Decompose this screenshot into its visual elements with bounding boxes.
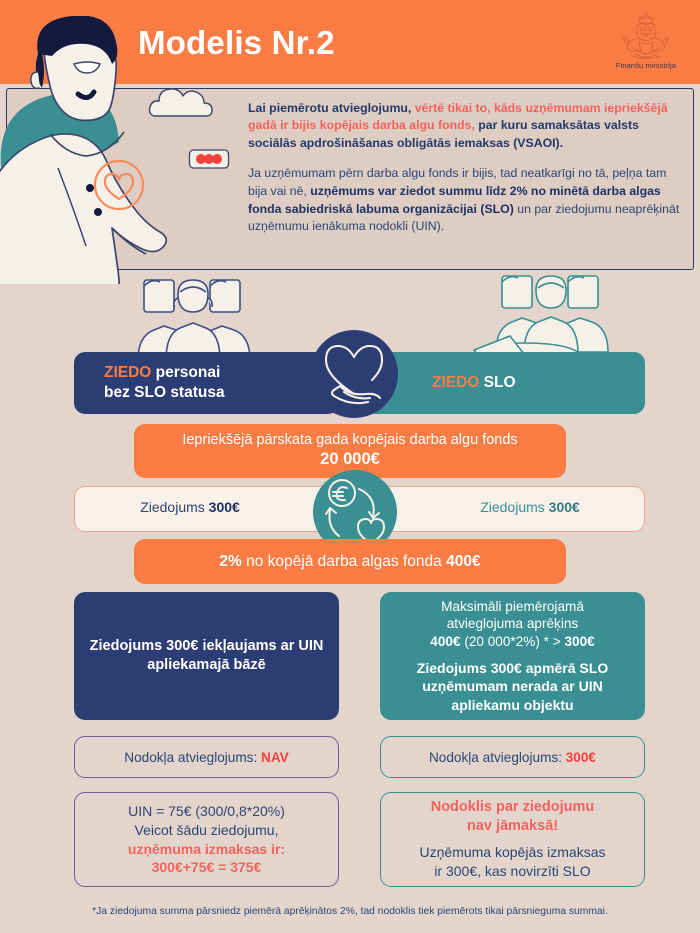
branch-right-result-calc: Maksimāli piemērojamā atvieglojuma aprēķ… [430, 598, 594, 651]
footnote: *Ja ziedojuma summa pārsniedz piemērā ap… [92, 906, 608, 917]
branch-right-summary-line1: Uzņēmuma kopējās izmaksas [419, 844, 606, 861]
branch-left-badge-label: ZIEDO personai bez SLO statusa [104, 363, 225, 403]
branch-right-result-line1: Maksimāli piemērojamā [441, 598, 584, 614]
heart-hand-icon [324, 344, 384, 405]
branch-left-summary-line1: UIN = 75€ (300/0,8*20%) [128, 803, 285, 819]
latvia-coat-of-arms-icon [622, 13, 670, 59]
branch-left-badge-line2: bez SLO statusa [104, 384, 225, 401]
intro-p2-part1: Ja uzņēmumam pērn darba algu fonds ir bi… [248, 166, 667, 199]
donation-right-label: Ziedojums [480, 499, 549, 515]
branch-right-summary: Nodoklis par ziedojumu nav jāmaksā! Uzņē… [380, 792, 645, 887]
donation-left-value: 300€ [208, 499, 240, 515]
intro-text: Lai piemērotu atvieglojumu, vērtē tikai … [248, 100, 686, 236]
branch-right-badge-label: ZIEDO SLO [432, 374, 516, 392]
heart-hand-badge [310, 330, 398, 418]
branch-left-summary-cost: uzņēmuma izmaksas ir: 300€+75€ = 375€ [128, 840, 285, 878]
percent-bar-value: 2% [219, 552, 242, 570]
cloud-icon [148, 88, 213, 117]
branch-right-relief-label: Nodokļa atvieglojums: [428, 749, 566, 765]
page-title: Modelis Nr.2 [138, 24, 335, 61]
branch-right-result: Maksimāli piemērojamā atvieglojuma aprēķ… [380, 592, 645, 720]
donation-right-value: 300€ [548, 499, 580, 515]
people-group-icon [137, 279, 251, 360]
intro-paragraph-1: Lai piemērotu atvieglojumu, vērtē tikai … [248, 100, 686, 152]
branch-right-summary-body: Uzņēmuma kopējās izmaksas ir 300€, kas n… [420, 843, 606, 881]
branch-left-summary-cost-label: uzņēmuma izmaksas ir: [127, 840, 286, 857]
intro-p2-part2: un par ziedojumu neaprēķināt uzņēmumu ie… [248, 201, 680, 234]
branch-left-result-text: Ziedojums 300€ iekļaujams ar UIN aplieka… [89, 637, 324, 673]
branch-left-badge[interactable]: ZIEDO personai bez SLO statusa [74, 352, 339, 414]
branch-left-result: Ziedojums 300€ iekļaujams ar UIN aplieka… [74, 592, 339, 720]
intro-p1-highlight: vērtē tikai to, kāds uzņēmumam iepriekšē… [248, 101, 668, 133]
branch-right-relief: Nodokļa atvieglojums: 300€ [380, 736, 645, 778]
donation-left: Ziedojums 300€ [80, 499, 300, 515]
branch-left-relief-value: NAV [261, 749, 289, 765]
branch-right-result-line2: atvieglojuma aprēķins [446, 616, 579, 632]
branch-right-result-actual: 300€ [564, 634, 595, 650]
branch-left-relief-label: Nodokļa atvieglojums: [124, 749, 262, 765]
branch-right-summary-line2: ir 300€, kas novirzīti SLO [434, 862, 591, 879]
branch-right-summary-headline-1: Nodoklis par ziedojumu [430, 799, 595, 816]
branch-left-summary-cost-value: 300€+75€ = 375€ [151, 859, 262, 876]
fund-bar: Iepriekšējā pārskata gada kopējais darba… [134, 424, 566, 478]
branch-left-relief: Nodokļa atvieglojums: NAV [74, 736, 339, 778]
branch-left-summary-line2: Veicot šādu ziedojumu, [134, 821, 279, 838]
branch-left-badge-accent: ZIEDO [104, 364, 152, 382]
branch-right-relief-value: 300€ [565, 749, 596, 765]
donation-right: Ziedojums 300€ [420, 499, 640, 515]
intro-p1-part2: par kuru samaksātas valsts sociālās apdr… [248, 118, 639, 150]
branch-left-summary-calc: UIN = 75€ (300/0,8*20%) Veicot šādu zied… [128, 802, 285, 840]
euro-cycle-heart-icon [325, 479, 385, 544]
fund-bar-value: 20 000€ [320, 450, 380, 469]
donation-left-label: Ziedojums [140, 499, 209, 515]
branch-right-result-max: 400€ [430, 634, 461, 650]
branch-left-badge-line1: personai [151, 364, 221, 382]
percent-bar-label: no kopējā darba algas fonda [241, 552, 447, 570]
branch-right-result-expr: (20 000*2%) * > [460, 634, 565, 650]
intro-paragraph-2: Ja uzņēmumam pērn darba algu fonds ir bi… [248, 165, 686, 236]
branch-right-summary-headline-2: nav jāmaksā! [466, 818, 559, 835]
percent-bar: 2% no kopējā darba algas fonda 400€ [134, 539, 566, 584]
intro-p2-bold: uzņēmums var ziedot summu līdz 2% no min… [248, 184, 661, 216]
branch-left-summary: UIN = 75€ (300/0,8*20%) Veicot šādu zied… [74, 792, 339, 887]
branch-right-badge[interactable]: ZIEDO SLO [365, 352, 645, 414]
branch-right-badge-rest: SLO [479, 374, 516, 391]
intro-panel [6, 88, 694, 270]
branch-right-summary-headline: Nodoklis par ziedojumu nav jāmaksā! [431, 798, 595, 836]
person-with-heart-illustration [0, 16, 168, 284]
ministry-branding: Finanšu ministrija [600, 12, 692, 70]
three-dots-icon [188, 149, 230, 169]
ministry-name: Finanšu ministrija [615, 61, 677, 70]
branch-right-badge-accent: ZIEDO [432, 374, 480, 391]
percent-bar-amount: 400€ [446, 552, 481, 570]
branch-right-result-conclusion: Ziedojums 300€ apmērā SLO uzņēmumam nera… [416, 659, 609, 713]
intro-p1-part1: Lai piemērotu atvieglojumu, [248, 101, 415, 115]
fund-bar-label: Iepriekšējā pārskata gada kopējais darba… [182, 432, 518, 449]
people-group-donation-icon [470, 275, 609, 364]
